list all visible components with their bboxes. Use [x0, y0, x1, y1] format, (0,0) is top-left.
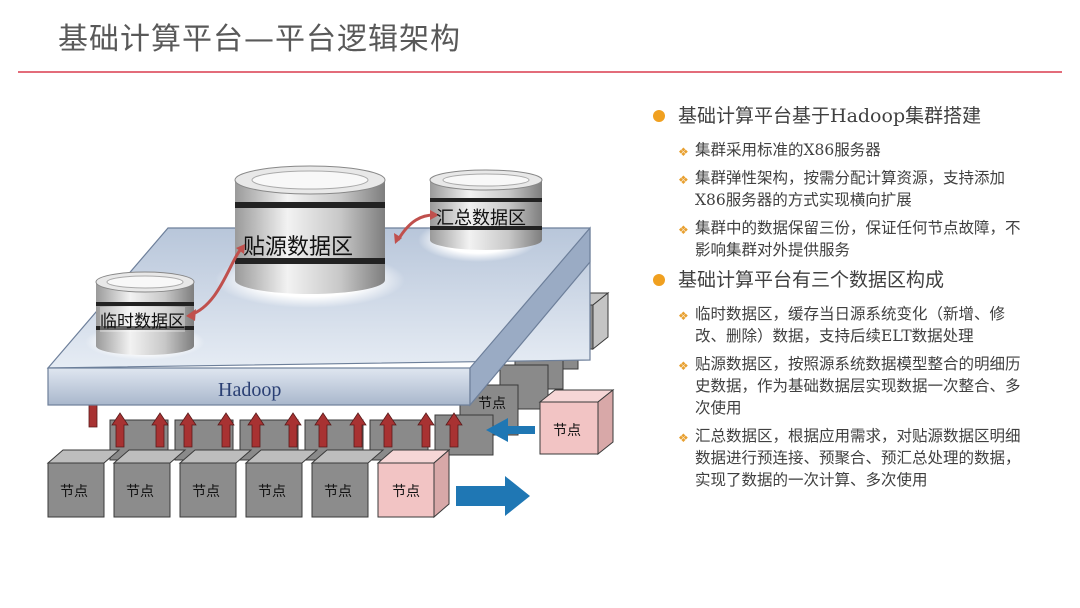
sub-item: ❖集群弹性架构，按需分配计算资源，支持添加X86服务器的方式实现横向扩展 — [678, 169, 1006, 209]
node-platform-arrows — [84, 392, 463, 448]
sub-item: ❖临时数据区，缓存当日源系统变化（新增、修改、删除）数据，支持后续ELT数据处理 — [678, 305, 1006, 345]
node-row-front — [46, 448, 451, 519]
bullet-hadoop: 基础计算平台基于Hadoop集群搭建 — [650, 103, 1030, 129]
bullet-dot-icon — [653, 110, 665, 122]
temp-zone-cylinder — [95, 271, 195, 355]
diamond-bullet-icon: ❖ — [678, 359, 689, 373]
description-list: 基础计算平台基于Hadoop集群搭建 ❖集群采用标准的X86服务器 ❖集群弹性架… — [650, 103, 1030, 497]
diamond-bullet-icon: ❖ — [678, 145, 689, 159]
source-zone-label: 贴源数据区 — [243, 235, 354, 260]
node-label: 节点 — [192, 484, 220, 500]
summary-zone-label: 汇总数据区 — [436, 208, 526, 229]
scale-out-arrows — [456, 418, 535, 516]
side-node — [538, 388, 615, 456]
node-label: 节点 — [392, 484, 420, 500]
title-divider — [18, 71, 1062, 73]
sub-item: ❖汇总数据区，根据应用需求，对贴源数据区明细数据进行预连接、预聚合、预汇总处理的… — [678, 427, 1021, 489]
architecture-diagram: Hadoop 临时数据区 贴源数据区 汇总数据区 节点 节点 节点 节点 节点 … — [30, 150, 630, 550]
diamond-bullet-icon: ❖ — [678, 223, 689, 237]
hadoop-label: Hadoop — [218, 379, 282, 401]
node-label: 节点 — [324, 484, 352, 500]
diamond-bullet-icon: ❖ — [678, 309, 689, 323]
sub-item: ❖贴源数据区，按照源系统数据模型整合的明细历史数据，作为基础数据层实现数据一次整… — [678, 355, 1021, 417]
diamond-bullet-icon: ❖ — [678, 173, 689, 187]
page-title: 基础计算平台—平台逻辑架构 — [58, 22, 461, 57]
temp-zone-label: 临时数据区 — [100, 307, 185, 332]
bullet-dot-icon — [653, 274, 665, 286]
node-label: 节点 — [478, 396, 506, 412]
sub-item: ❖集群采用标准的X86服务器 — [650, 139, 1030, 161]
sub-item: ❖集群中的数据保留三份，保证任何节点故障，不影响集群对外提供服务 — [678, 219, 1021, 259]
bullet-data-zones: 基础计算平台有三个数据区构成 — [650, 267, 1030, 293]
source-zone-cylinder — [234, 165, 386, 294]
node-label: 节点 — [60, 484, 88, 500]
node-label: 节点 — [258, 484, 286, 500]
summary-zone-cylinder — [429, 169, 543, 250]
node-label: 节点 — [126, 484, 154, 500]
diamond-bullet-icon: ❖ — [678, 431, 689, 445]
node-label: 节点 — [553, 423, 581, 439]
